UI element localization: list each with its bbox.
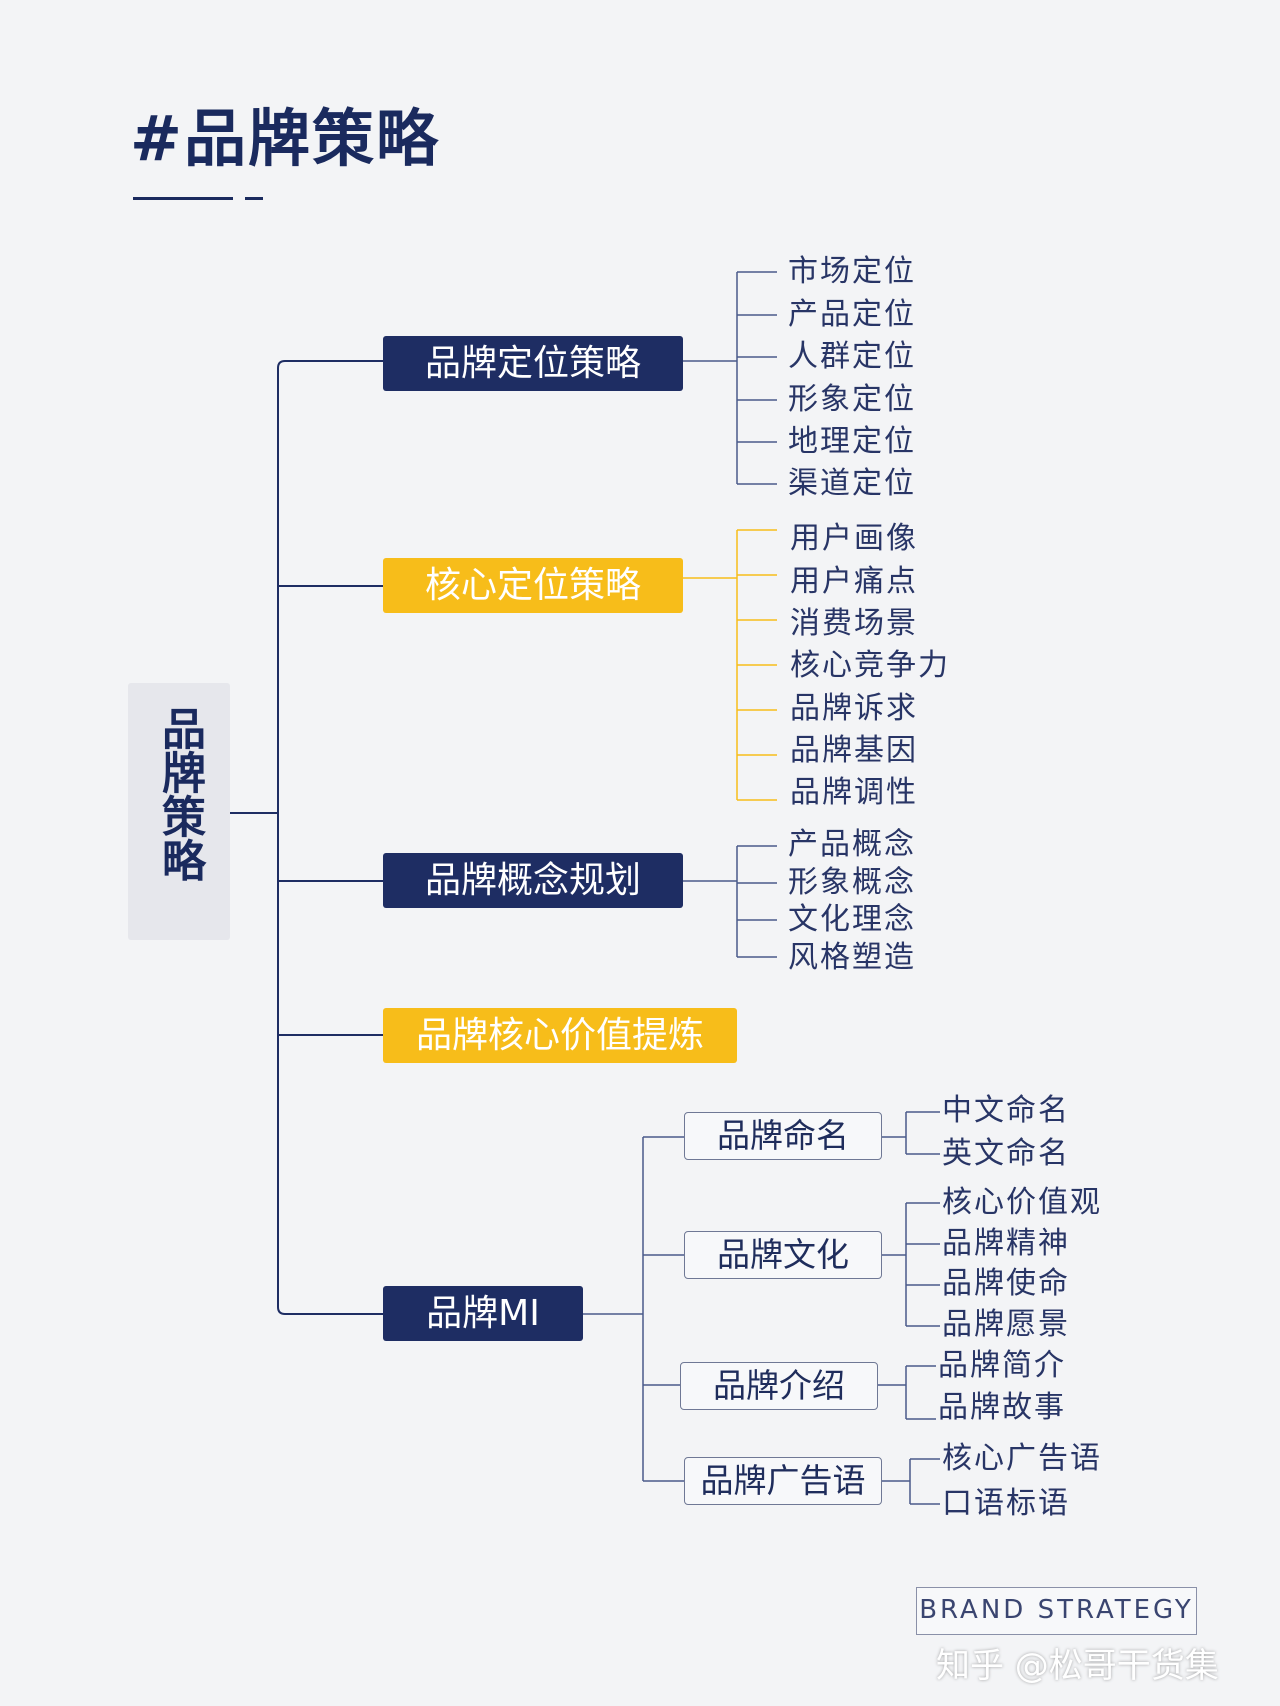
leaf-consumption-scene: 消费场景 <box>790 606 918 641</box>
leaf-brand-appeal: 品牌诉求 <box>790 691 918 726</box>
leaf-image-positioning: 形象定位 <box>788 382 916 417</box>
root-node-box <box>128 683 230 940</box>
node-brand-mi: 品牌MI <box>383 1286 583 1341</box>
leaf-brand-tone: 品牌调性 <box>790 775 918 810</box>
leaf-product-concept: 产品概念 <box>788 827 916 862</box>
title-underline-dash <box>245 197 263 200</box>
leaf-user-persona: 用户画像 <box>790 521 918 556</box>
leaf-brand-mission: 品牌使命 <box>942 1266 1070 1301</box>
leaf-product-positioning: 产品定位 <box>788 297 916 332</box>
leaf-core-slogan: 核心广告语 <box>942 1441 1102 1476</box>
brand-strategy-tag: BRAND STRATEGY <box>916 1587 1197 1635</box>
leaf-brand-spirit: 品牌精神 <box>942 1226 1070 1261</box>
node-brand-positioning: 品牌定位策略 <box>383 336 683 391</box>
leaf-spoken-slogan: 口语标语 <box>942 1486 1070 1521</box>
leaf-style-shaping: 风格塑造 <box>788 940 916 975</box>
sub-brand-naming: 品牌命名 <box>684 1112 882 1160</box>
leaf-chinese-naming: 中文命名 <box>942 1093 1070 1128</box>
leaf-core-competence: 核心竞争力 <box>790 648 950 683</box>
leaf-channel-positioning: 渠道定位 <box>788 466 916 501</box>
leaf-core-values: 核心价值观 <box>942 1185 1102 1220</box>
sub-brand-intro: 品牌介绍 <box>680 1362 878 1410</box>
page-title: #品牌策略 <box>130 102 440 175</box>
node-brand-concept: 品牌概念规划 <box>383 853 683 908</box>
node-core-positioning: 核心定位策略 <box>383 558 683 613</box>
leaf-brand-profile: 品牌简介 <box>938 1348 1066 1383</box>
leaf-audience-positioning: 人群定位 <box>788 339 916 374</box>
leaf-geo-positioning: 地理定位 <box>788 424 916 459</box>
watermark: 知乎 @松哥干货集 <box>936 1646 1219 1686</box>
title-underline <box>133 197 233 200</box>
leaf-brand-vision: 品牌愿景 <box>942 1307 1070 1342</box>
sub-brand-culture: 品牌文化 <box>684 1231 882 1279</box>
leaf-market-positioning: 市场定位 <box>788 254 916 289</box>
node-brand-core-value: 品牌核心价值提炼 <box>383 1008 737 1063</box>
leaf-user-pain: 用户痛点 <box>790 564 918 599</box>
sub-brand-slogan: 品牌广告语 <box>684 1457 882 1505</box>
leaf-culture-concept: 文化理念 <box>788 902 916 937</box>
root-node-label: 品牌策略 <box>154 706 205 882</box>
leaf-brand-gene: 品牌基因 <box>790 733 918 768</box>
leaf-english-naming: 英文命名 <box>942 1136 1070 1171</box>
leaf-brand-story: 品牌故事 <box>938 1390 1066 1425</box>
leaf-image-concept: 形象概念 <box>788 865 916 900</box>
